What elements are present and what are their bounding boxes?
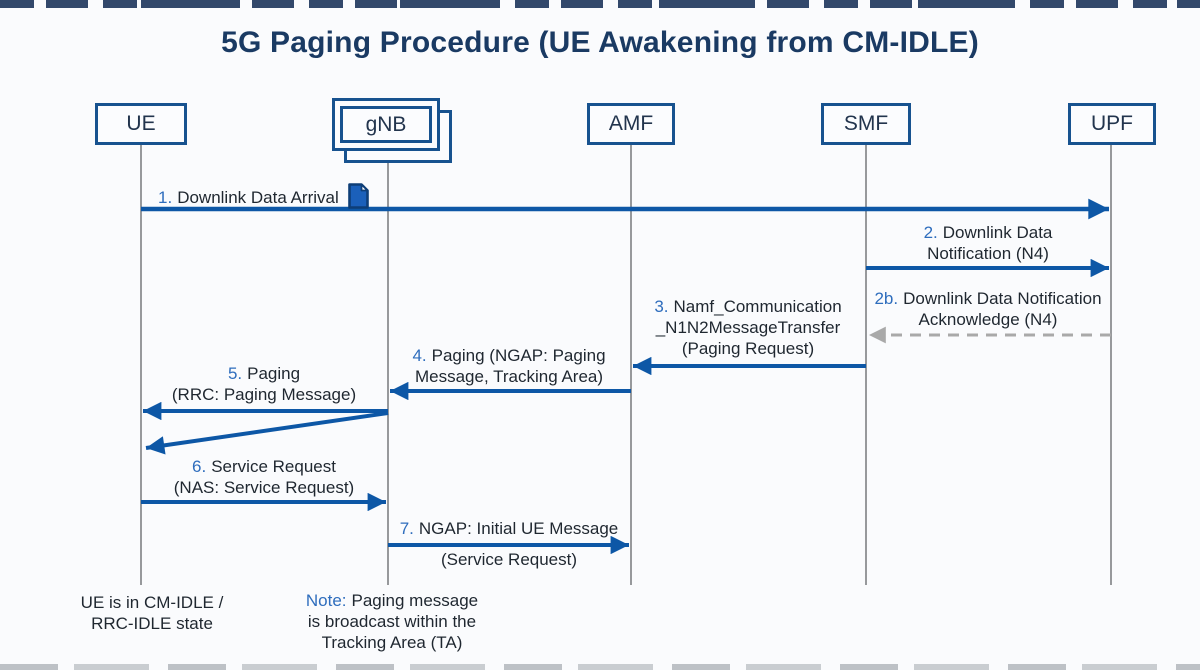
- actor-box-smf: SMF: [821, 103, 911, 145]
- msg2b-text-line2: Acknowledge (N4): [918, 310, 1058, 329]
- actor-label-ue: UE: [126, 112, 156, 135]
- label-msg2b: 2b.Downlink Data Notification Acknowledg…: [848, 288, 1128, 330]
- actor-box-ue: UE: [95, 103, 187, 145]
- label-msg4: 4.Paging (NGAP: Paging Message, Tracking…: [379, 345, 639, 387]
- label-msg7-top: 7.NGAP: Initial UE Message: [369, 518, 649, 539]
- note-prefix: Note:: [305, 591, 347, 610]
- msg2b-number: 2b.: [874, 289, 899, 308]
- actor-label-upf: UPF: [1091, 112, 1133, 135]
- msg1-text: Downlink Data Arrival: [177, 188, 339, 207]
- actor-label-amf: AMF: [608, 112, 654, 135]
- document-icon: [347, 182, 370, 215]
- note-ue-state-line2: RRC-IDLE state: [91, 614, 213, 633]
- note-paging-line1: Paging message: [351, 591, 479, 610]
- label-msg6: 6.Service Request (NAS: Service Request): [139, 456, 389, 498]
- msg5-text-line1: Paging: [247, 364, 301, 383]
- msg2-text-line1: Downlink Data: [942, 223, 1053, 242]
- msg3-number: 3.: [654, 297, 669, 316]
- msg2-number: 2.: [923, 223, 938, 242]
- msg6-number: 6.: [192, 457, 207, 476]
- msg3-text-line2: _N1N2MessageTransfer: [655, 318, 841, 337]
- msg4-text-line2: Message, Tracking Area): [414, 367, 604, 386]
- msg5-number: 5.: [227, 364, 243, 383]
- msg2-text-line2: Notification (N4): [927, 244, 1049, 263]
- actor-box-gnb: gNB: [332, 98, 440, 151]
- label-msg2: 2.Downlink Data Notification (N4): [858, 222, 1118, 264]
- note-paging-line3: Tracking Area (TA): [321, 633, 463, 652]
- label-msg1: 1.Downlink Data Arrival: [158, 182, 370, 215]
- msg7-text-line1: NGAP: Initial UE Message: [418, 519, 619, 538]
- arrow-msg5-broadcast-diagonal: [145, 411, 389, 455]
- label-msg7-bottom: (Service Request): [369, 549, 649, 570]
- msg2b-text-line1: Downlink Data Notification: [903, 289, 1102, 308]
- actor-box-gnb-inner: gNB: [340, 106, 432, 143]
- msg5-text-line2: (RRC: Paging Message): [171, 385, 357, 404]
- msg3-text-line3: (Paging Request): [681, 339, 815, 358]
- note-paging-broadcast: Note:Paging message is broadcast within …: [272, 590, 512, 653]
- msg7-number: 7.: [399, 519, 414, 538]
- note-ue-state-line1: UE is in CM-IDLE /: [80, 593, 224, 612]
- actor-box-amf: AMF: [587, 103, 675, 145]
- label-msg5: 5.Paging (RRC: Paging Message): [144, 363, 384, 405]
- cropped-text-artifact-top: [0, 0, 1200, 8]
- msg1-number: 1.: [158, 188, 173, 207]
- actor-label-smf: SMF: [843, 112, 889, 135]
- msg4-text-line1: Paging (NGAP: Paging: [431, 346, 606, 365]
- msg4-number: 4.: [412, 346, 427, 365]
- msg3-text-line1: Namf_Communication: [673, 297, 842, 316]
- label-msg3: 3.Namf_Communication _N1N2MessageTransfe…: [618, 296, 878, 359]
- page-title: 5G Paging Procedure (UE Awakening from C…: [221, 26, 979, 59]
- msg6-text-line2: (NAS: Service Request): [173, 478, 355, 497]
- actor-label-gnb: gNB: [365, 112, 407, 136]
- note-ue-state: UE is in CM-IDLE / RRC-IDLE state: [32, 592, 272, 634]
- msg7-text-line2: (Service Request): [440, 550, 578, 569]
- cropped-text-artifact-bottom: [0, 664, 1200, 670]
- msg6-text-line1: Service Request: [211, 457, 336, 476]
- actor-box-upf: UPF: [1068, 103, 1156, 145]
- note-paging-line2: is broadcast within the: [307, 612, 477, 631]
